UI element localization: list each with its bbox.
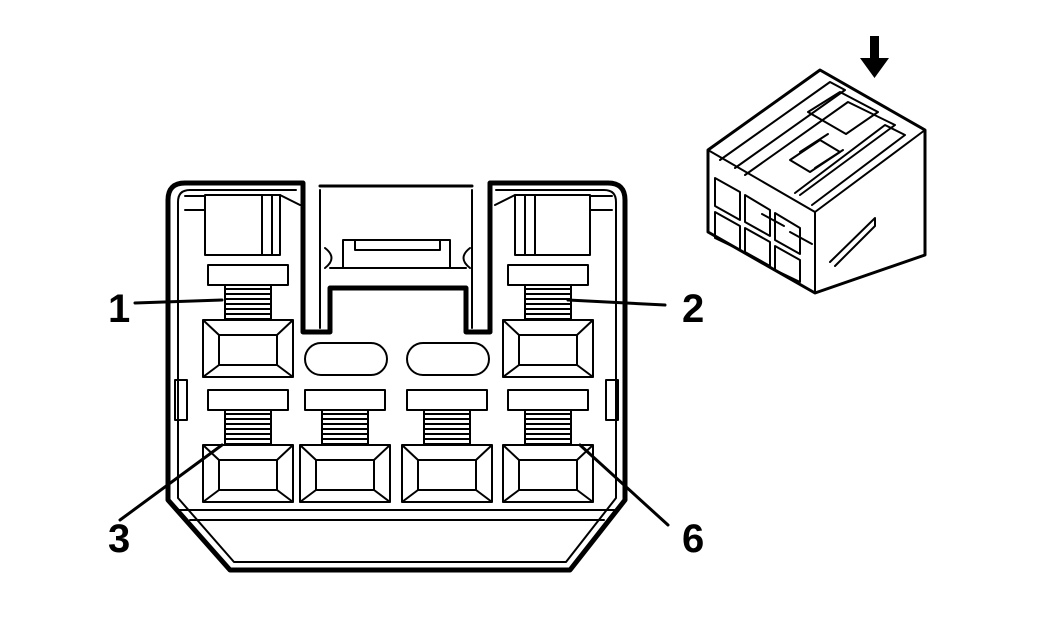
cavity-pin-2 (502, 264, 594, 378)
connector-isometric-icon (706, 36, 927, 295)
cavity-pin-3 (202, 389, 294, 503)
leader-pin-1 (133, 298, 224, 305)
cavity-pin-5 (401, 389, 493, 503)
cavity-pin-6 (502, 389, 594, 503)
pin-label-2: 2 (682, 287, 704, 331)
leader-pin-3 (118, 443, 224, 522)
cavity-pin-4 (299, 389, 391, 503)
leader-pin-6 (578, 443, 670, 527)
pin-label-6: 6 (682, 517, 704, 561)
pin-label-3: 3 (108, 517, 130, 561)
pin-label-1: 1 (108, 287, 130, 331)
leader-pin-2 (566, 298, 667, 307)
terminal-cavities (202, 264, 594, 503)
arrow-down-icon (860, 36, 889, 78)
connector-front-view (165, 180, 628, 573)
pin-leader-lines (118, 298, 670, 527)
cavity-pin-1 (202, 264, 294, 378)
